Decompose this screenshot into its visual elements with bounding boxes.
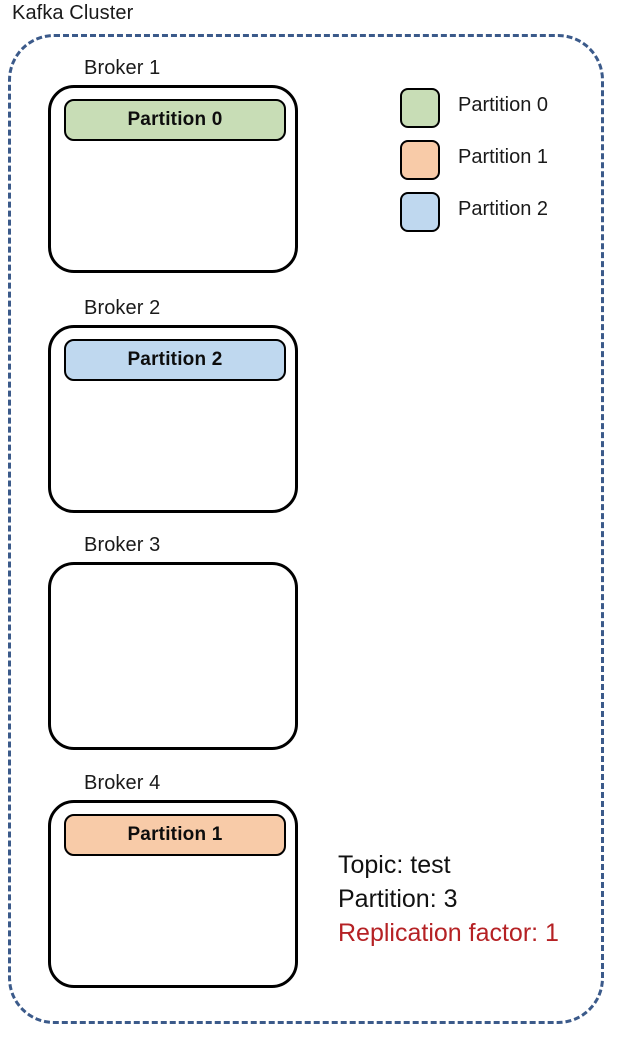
meta-topic: Topic: test: [338, 851, 451, 879]
broker-label-3: Broker 3: [84, 534, 161, 556]
broker-box-1[interactable]: Partition 0: [48, 85, 298, 273]
topic-meta-block: Topic: test Partition: 3 Replication fac…: [338, 848, 559, 950]
legend-label-partition-2: Partition 2: [458, 198, 549, 220]
broker-label-1: Broker 1: [84, 57, 161, 79]
broker-label-4: Broker 4: [84, 772, 161, 794]
broker-box-4[interactable]: Partition 1: [48, 800, 298, 988]
legend-swatch-partition-2: [400, 192, 440, 232]
legend-swatch-partition-0: [400, 88, 440, 128]
legend-swatch-partition-1: [400, 140, 440, 180]
partition-box-0[interactable]: Partition 0: [64, 99, 286, 141]
partition-box-2[interactable]: Partition 2: [64, 339, 286, 381]
legend-label-partition-0: Partition 0: [458, 94, 549, 116]
partition-box-1[interactable]: Partition 1: [64, 814, 286, 856]
broker-label-2: Broker 2: [84, 297, 161, 319]
meta-partition-count: Partition: 3: [338, 885, 458, 913]
cluster-label: Kafka Cluster: [12, 2, 134, 24]
broker-box-2[interactable]: Partition 2: [48, 325, 298, 513]
meta-replication-factor: Replication factor: 1: [338, 919, 559, 947]
legend-label-partition-1: Partition 1: [458, 146, 549, 168]
kafka-cluster-boundary: [8, 34, 604, 1024]
broker-box-3[interactable]: [48, 562, 298, 750]
